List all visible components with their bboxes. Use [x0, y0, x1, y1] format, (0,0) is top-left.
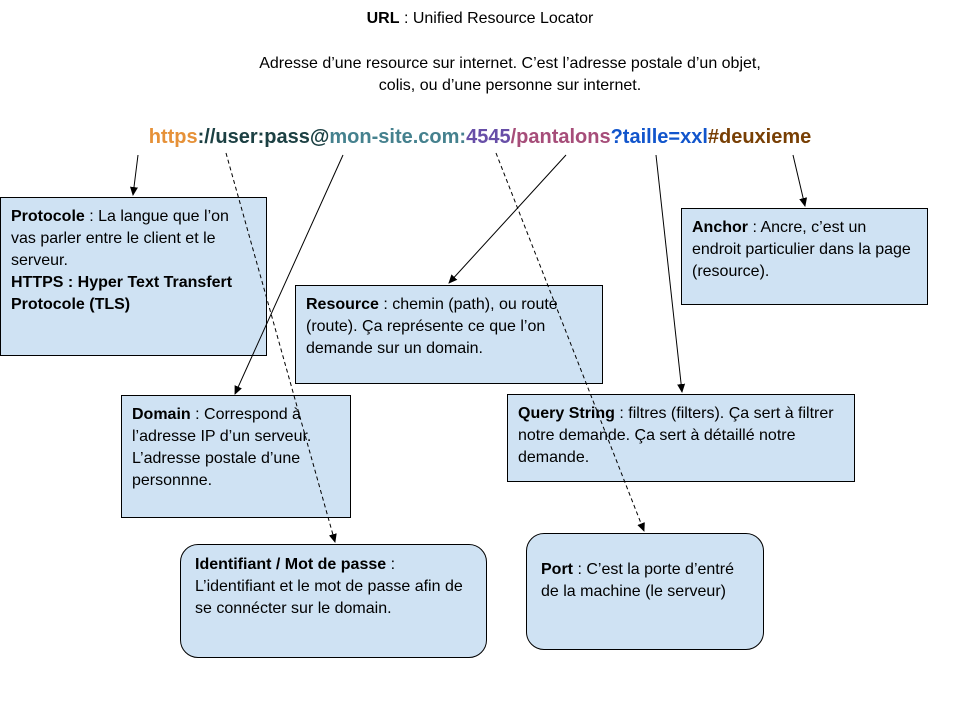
url-part-path: /pantalons: [510, 126, 611, 148]
protocole-extra: HTTPS : Hyper Text Transfert Protocole (…: [11, 274, 233, 313]
arrow-query-string: [655, 154, 686, 393]
identifiant-text: : L’identifiant et le mot de passe afin …: [195, 556, 463, 617]
port-text: : C’est la porte d’entré de la machine (…: [541, 561, 734, 600]
anchor-box: Anchor : Ancre, c’est un endroit particu…: [681, 208, 928, 305]
port-box: Port : C’est la porte d’entré de la mach…: [526, 533, 764, 650]
arrow-anchor: [792, 154, 808, 207]
url-part-credentials: ://user:pass@: [197, 126, 330, 148]
url-part-query: ?taille=xxl: [610, 126, 708, 148]
example-url: https://user:pass@mon-site.com:4545/pant…: [0, 126, 960, 149]
arrow-resource: [448, 154, 567, 284]
diagram-subtitle: Adresse d’une resource sur internet. C’e…: [180, 53, 840, 97]
url-part-anchor: #deuxieme: [707, 126, 812, 148]
query-string-title: Query String: [518, 405, 615, 422]
diagram-title: URL : Unified Resource Locator: [0, 10, 960, 28]
protocole-text: : La langue que l’on vas parler entre le…: [11, 208, 229, 269]
arrow-protocole: [130, 154, 139, 196]
url-part-protocol: https: [148, 126, 198, 148]
url-part-domain: mon-site.com:: [329, 126, 467, 148]
protocole-title: Protocole: [11, 208, 85, 225]
identifiant-box: Identifiant / Mot de passe : L’identifia…: [180, 544, 487, 658]
resource-title: Resource: [306, 296, 379, 313]
subtitle-line-2: colis, ou d’une personne sur internet.: [378, 77, 642, 94]
protocole-box: Protocole : La langue que l’on vas parle…: [0, 197, 267, 356]
url-part-port: 4545: [466, 126, 511, 148]
title-rest: : Unified Resource Locator: [399, 10, 594, 27]
title-bold: URL: [366, 10, 400, 27]
anchor-title: Anchor: [692, 219, 748, 236]
domain-box: Domain : Correspond à l’adresse IP d’un …: [121, 395, 351, 518]
domain-title: Domain: [132, 406, 191, 423]
port-title: Port: [541, 561, 573, 578]
subtitle-line-1: Adresse d’une resource sur internet. C’e…: [259, 55, 761, 72]
resource-box: Resource : chemin (path), ou route (rout…: [295, 285, 603, 384]
anchor-text: : Ancre, c’est un endroit particulier da…: [692, 219, 911, 280]
resource-text: : chemin (path), ou route (route). Ça re…: [306, 296, 558, 357]
query-string-box: Query String : filtres (filters). Ça ser…: [507, 394, 855, 482]
identifiant-title: Identifiant / Mot de passe: [195, 556, 387, 573]
